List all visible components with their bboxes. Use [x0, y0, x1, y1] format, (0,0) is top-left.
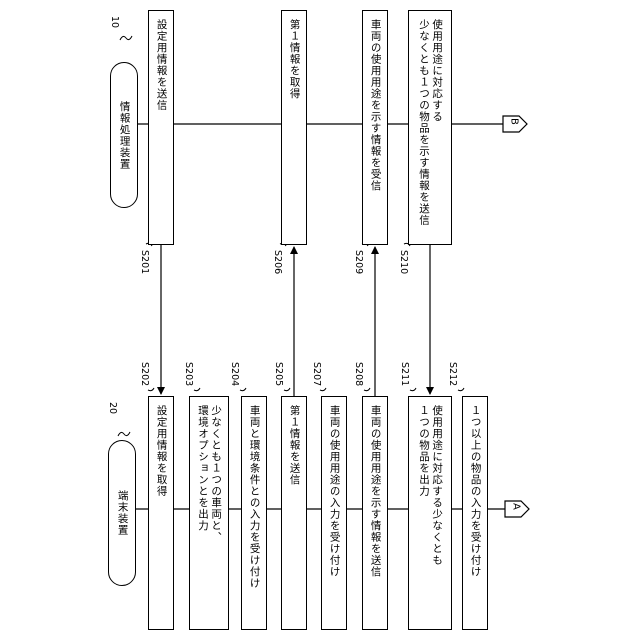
terminal-step-s211: 使用用途に対応する少なくとも １つの物品を出力 [408, 396, 452, 630]
step-id-s212: S212 [446, 362, 458, 386]
terminal-actor-label: 端末装置 [115, 490, 128, 536]
terminal-ref: 20 [106, 402, 118, 414]
terminal-actor: 端末装置 [108, 440, 136, 586]
step-id-s206: S206 [271, 250, 283, 274]
step-id-s211: S211 [398, 362, 410, 386]
step-id-s208: S208 [352, 362, 364, 386]
terminal-step-s208: 車両の使用用途を示す情報を送信 [362, 396, 388, 630]
terminal-step-s212: １つ以上の物品の入力を受け付け [462, 396, 488, 630]
step-id-s209: S209 [352, 250, 364, 274]
terminal-step-s205: 第１情報を送信 [281, 396, 307, 630]
connector-a-label: A [509, 503, 522, 511]
server-ref: 10 [108, 16, 120, 28]
step-id-s201: S201 [138, 250, 150, 274]
server-step-s201: 設定用情報を送信 [148, 10, 174, 245]
step-id-s204: S204 [228, 362, 240, 386]
step-id-s210: S210 [397, 250, 409, 274]
server-step-s209: 車両の使用用途を示す情報を受信 [362, 10, 388, 245]
terminal-step-s207: 車両の使用用途の入力を受け付け [321, 396, 347, 630]
ref-leader-20 [118, 432, 130, 436]
terminal-step-s202: 設定用情報を取得 [148, 396, 174, 630]
server-step-s210: 使用用途に対応する 少なくとも１つの物品を示す情報を送信 [408, 10, 452, 245]
connector-b-label: B [507, 118, 520, 126]
terminal-step-s203: 少なくとも１つの車両と、 環境オプションとを出力 [189, 396, 229, 630]
step-id-s203: S203 [182, 362, 194, 386]
step-id-s205: S205 [272, 362, 284, 386]
server-actor-label: 情報処理装置 [117, 101, 130, 170]
step-id-s207: S207 [310, 362, 322, 386]
server-actor: 情報処理装置 [110, 62, 138, 208]
step-id-s202: S202 [138, 362, 150, 386]
server-step-s206: 第１情報を取得 [281, 10, 307, 245]
ref-leader-10 [120, 36, 132, 40]
terminal-step-s204: 車両と環境条件との入力を受け付け [241, 396, 267, 630]
